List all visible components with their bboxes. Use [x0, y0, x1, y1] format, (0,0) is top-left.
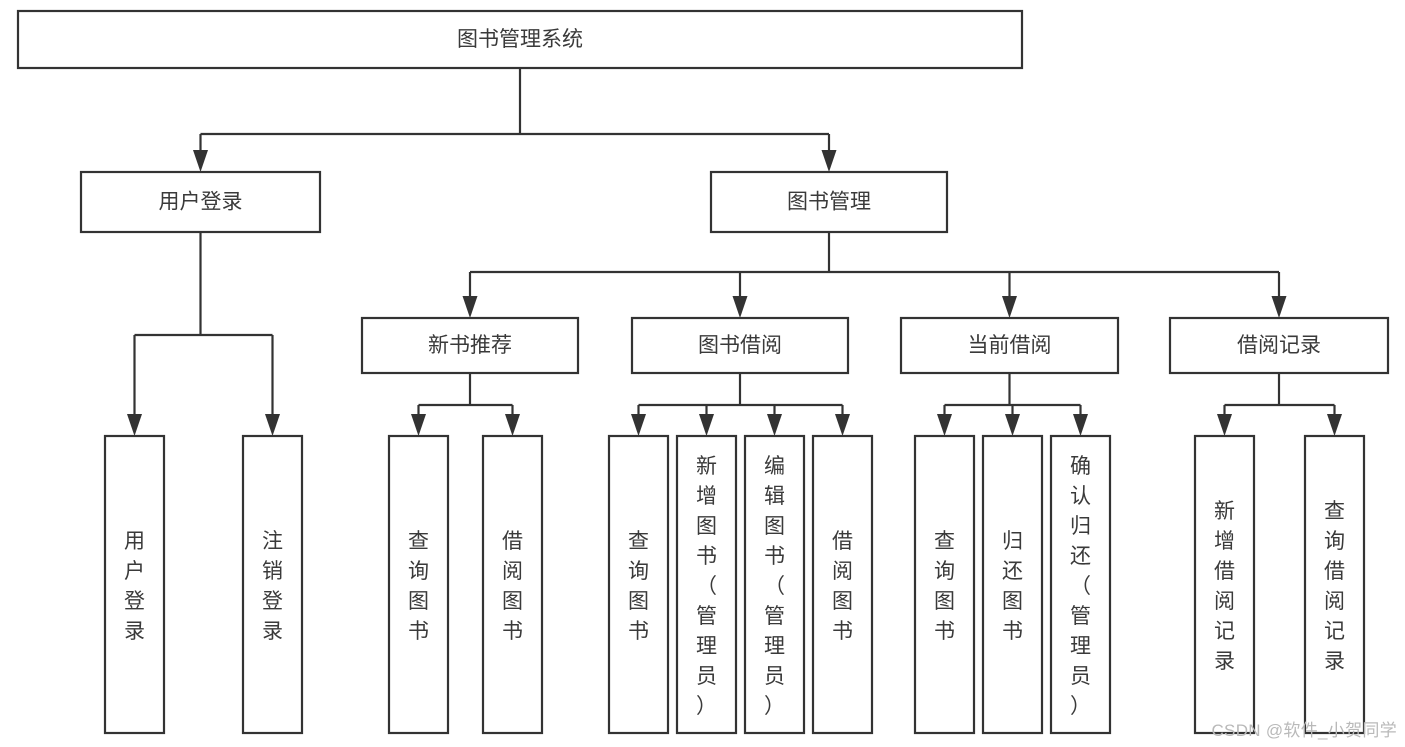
node-box-leaf-rec-borrow-book[interactable] — [481, 434, 544, 735]
watermark: CSDN @软件_小贺同学 — [1211, 721, 1397, 740]
node-label-leaf-cur-confirm-return: 确认归还（管理员） — [1070, 455, 1091, 718]
connector-group — [937, 373, 1088, 436]
node-book-manage[interactable]: 图书管理 — [709, 170, 949, 234]
node-book-borrow[interactable]: 图书借阅 — [630, 316, 850, 375]
node-box-leaf-cur-query-book[interactable] — [913, 434, 976, 735]
node-label-leaf-borrow-add-book: 新增图书（管理员） — [696, 455, 717, 718]
node-leaf-borrow-add-book[interactable]: 新增图书（管理员） — [675, 434, 738, 735]
node-label-leaf-rec-add-record: 新增借阅记录 — [1214, 500, 1235, 673]
node-label-user-login: 用户登录 — [159, 191, 243, 214]
node-leaf-rec-query-book[interactable]: 查询图书 — [387, 434, 450, 735]
node-label-borrow-record: 借阅记录 — [1237, 334, 1321, 357]
node-box-leaf-user-logout[interactable] — [241, 434, 304, 735]
node-box-leaf-rec-add-record[interactable] — [1193, 434, 1256, 735]
node-leaf-borrow-query-book[interactable]: 查询图书 — [607, 434, 670, 735]
node-box-leaf-cur-return-book[interactable] — [981, 434, 1044, 735]
connector-group — [631, 373, 850, 436]
node-label-current-borrow: 当前借阅 — [968, 334, 1052, 357]
node-label-leaf-user-login: 用户登录 — [124, 530, 145, 643]
node-leaf-borrow-borrow-book[interactable]: 借阅图书 — [811, 434, 874, 735]
node-label-leaf-rec-query-book: 查询图书 — [408, 530, 429, 643]
node-new-book-rec[interactable]: 新书推荐 — [360, 316, 580, 375]
node-label-leaf-borrow-borrow-book: 借阅图书 — [832, 530, 853, 643]
node-leaf-user-logout[interactable]: 注销登录 — [241, 434, 304, 735]
node-box-book-manage[interactable] — [709, 170, 949, 234]
node-leaf-borrow-edit-book[interactable]: 编辑图书（管理员） — [743, 434, 806, 735]
node-box-leaf-user-login[interactable] — [103, 434, 166, 735]
connector-layer — [127, 68, 1342, 436]
node-borrow-record[interactable]: 借阅记录 — [1168, 316, 1390, 375]
node-label-new-book-rec: 新书推荐 — [428, 334, 512, 357]
node-label-root: 图书管理系统 — [457, 28, 583, 51]
node-leaf-cur-confirm-return[interactable]: 确认归还（管理员） — [1049, 434, 1112, 735]
node-box-root[interactable] — [16, 9, 1024, 70]
node-label-book-manage: 图书管理 — [787, 191, 871, 214]
node-box-user-login[interactable] — [79, 170, 322, 234]
node-box-leaf-cur-confirm-return[interactable] — [1049, 434, 1112, 735]
node-label-leaf-cur-return-book: 归还图书 — [1002, 530, 1023, 643]
node-box-leaf-borrow-edit-book[interactable] — [743, 434, 806, 735]
node-label-leaf-rec-borrow-book: 借阅图书 — [502, 530, 523, 643]
node-current-borrow[interactable]: 当前借阅 — [899, 316, 1120, 375]
node-label-leaf-borrow-edit-book: 编辑图书（管理员） — [764, 455, 785, 718]
node-box-book-borrow[interactable] — [630, 316, 850, 375]
connector-group — [127, 232, 280, 436]
node-leaf-cur-query-book[interactable]: 查询图书 — [913, 434, 976, 735]
node-root[interactable]: 图书管理系统 — [16, 9, 1024, 70]
node-box-current-borrow[interactable] — [899, 316, 1120, 375]
node-box-new-book-rec[interactable] — [360, 316, 580, 375]
node-leaf-rec-query-record[interactable]: 查询借阅记录 — [1303, 434, 1366, 735]
node-box-borrow-record[interactable] — [1168, 316, 1390, 375]
node-box-leaf-rec-query-record[interactable] — [1303, 434, 1366, 735]
node-box-leaf-borrow-add-book[interactable] — [675, 434, 738, 735]
node-leaf-cur-return-book[interactable]: 归还图书 — [981, 434, 1044, 735]
node-leaf-rec-borrow-book[interactable]: 借阅图书 — [481, 434, 544, 735]
node-label-leaf-rec-query-record: 查询借阅记录 — [1324, 500, 1345, 673]
node-box-leaf-rec-query-book[interactable] — [387, 434, 450, 735]
connector-group — [411, 373, 520, 436]
connector-group — [1217, 373, 1342, 436]
node-box-leaf-borrow-query-book[interactable] — [607, 434, 670, 735]
node-leaf-user-login[interactable]: 用户登录 — [103, 434, 166, 735]
node-leaf-rec-add-record[interactable]: 新增借阅记录 — [1193, 434, 1256, 735]
node-layer: 图书管理系统用户登录图书管理新书推荐图书借阅当前借阅借阅记录用户登录注销登录查询… — [16, 9, 1390, 735]
node-label-leaf-user-logout: 注销登录 — [262, 530, 283, 643]
node-box-leaf-borrow-borrow-book[interactable] — [811, 434, 874, 735]
node-label-leaf-borrow-query-book: 查询图书 — [628, 530, 649, 643]
connector-group — [193, 68, 837, 172]
node-user-login[interactable]: 用户登录 — [79, 170, 322, 234]
connector-group — [462, 232, 1287, 318]
node-label-leaf-cur-query-book: 查询图书 — [934, 530, 955, 643]
node-label-book-borrow: 图书借阅 — [698, 334, 782, 357]
